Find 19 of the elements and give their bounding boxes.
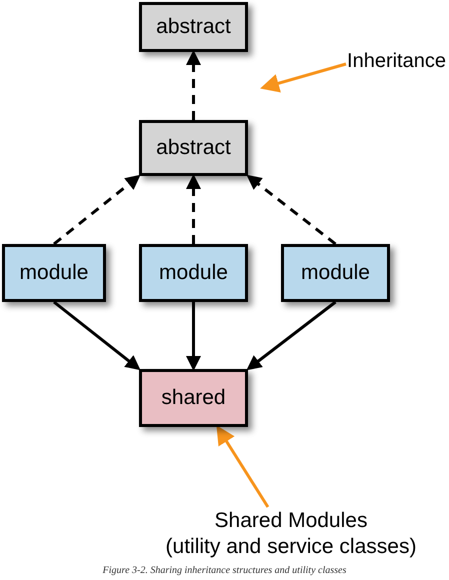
module-box: module [281,244,390,302]
module-box: module [139,244,248,302]
dashed-arrow [246,174,336,246]
class-box: abstract [139,2,248,52]
class-box: abstract [139,120,248,176]
shared-box: shared [139,369,248,427]
arrow [186,302,201,371]
callout-subtitle: (utility and service classes) [166,534,416,560]
callout-title: Shared Modules [214,508,368,534]
callout-text: Inheritance [346,50,447,78]
module-box: module [2,244,106,302]
leader-arrow [216,425,270,508]
arrow [246,300,336,370]
dashed-arrow [186,174,201,244]
arrow [53,300,141,370]
dashed-arrow [53,174,141,246]
leader-arrow [260,62,346,92]
figure-caption: Figure 3-2. Sharing inheritance structures and utility classes [102,565,348,576]
dashed-arrow [186,50,201,120]
